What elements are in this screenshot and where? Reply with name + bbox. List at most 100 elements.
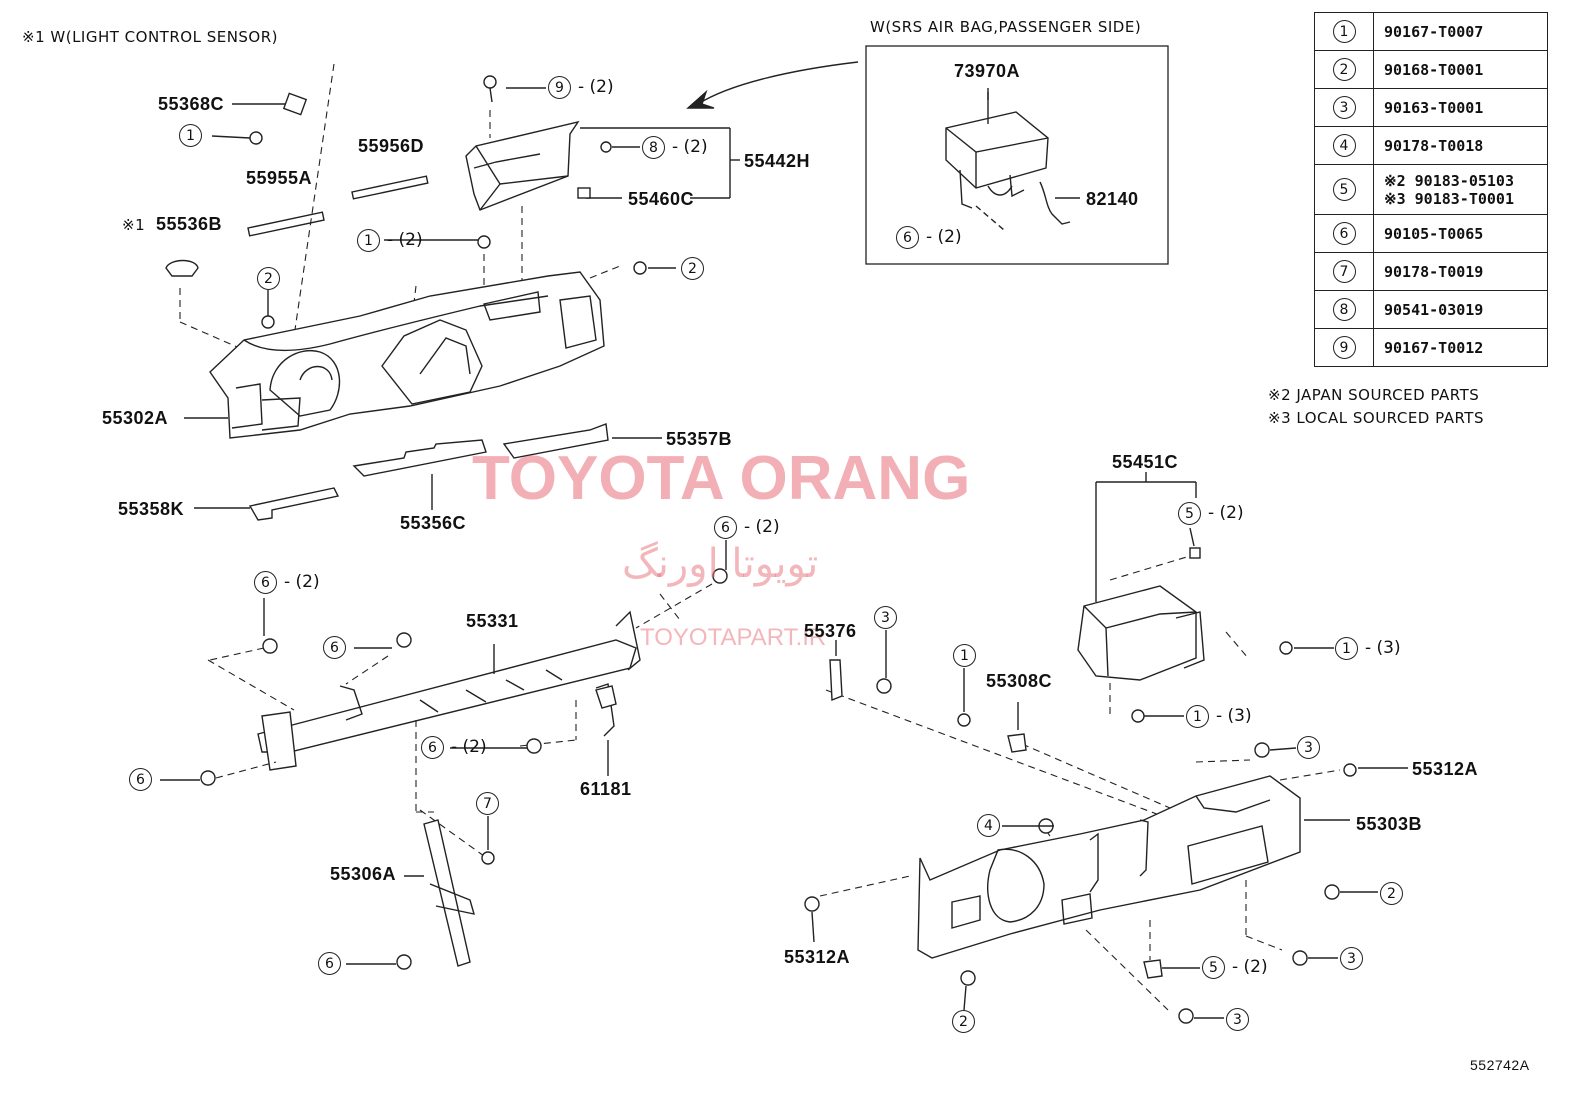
part-label: 55312A [1412, 759, 1479, 779]
legend-part-number: 90541-03019 [1373, 290, 1548, 329]
callout-6: 6 [714, 516, 737, 539]
callout-6: 6 [129, 768, 152, 791]
part-label: 73970A [954, 61, 1021, 81]
part-label: 55956D [358, 136, 425, 156]
fasteners-right [804, 547, 1357, 1024]
part-label: 55356C [400, 513, 467, 533]
part-label: 55302A [102, 408, 169, 428]
part-label: 55357B [666, 429, 733, 449]
ref-mark: ※1 [122, 216, 146, 234]
callout-1: 1 [1335, 637, 1358, 660]
legend-part-number: 90178-T0019 [1373, 252, 1548, 291]
part-label: 55308C [986, 671, 1053, 691]
callout-9: 9 [548, 76, 571, 99]
light-control-sensor-note: ※1 W(LIGHT CONTROL SENSOR) [22, 28, 279, 46]
callout-3: 3 [1340, 947, 1363, 970]
callout-5: 5 [1178, 502, 1201, 525]
legend-part-number: 90167-T0007 [1373, 12, 1548, 51]
callout-6: 6 [318, 952, 341, 975]
local-sourced-note: ※3 LOCAL SOURCED PARTS [1268, 409, 1484, 427]
legend-row: 1 90167-T0007 [1314, 12, 1548, 51]
callout-6: 6 [421, 736, 444, 759]
part-label: 55460C [628, 189, 695, 209]
callout-8: 8 [642, 136, 665, 159]
part-label: 55536B [156, 214, 223, 234]
legend-number: 3 [1332, 96, 1356, 119]
legend-number: 4 [1332, 134, 1356, 157]
callout-1: 1 [953, 644, 976, 667]
callout-2: 2 [257, 267, 280, 290]
legend-number: 9 [1332, 336, 1356, 359]
part-label: 55376 [804, 621, 857, 641]
glove-box-door-drawing [465, 120, 740, 211]
part-label: 55306A [330, 864, 397, 884]
legend-part-number-japan: ※2 90183-05103 [1384, 171, 1514, 190]
callout-2: 2 [952, 1010, 975, 1033]
instrument-panel-drawing [209, 271, 605, 439]
qty: - (2) [926, 227, 962, 247]
airbag-inset-frame [865, 45, 1169, 265]
part-label: 55312A [784, 947, 851, 967]
legend-number: 1 [1332, 20, 1356, 43]
fastener-legend-table: 1 90167-T0007 2 90168-T0001 3 90163-T000… [1314, 12, 1548, 367]
callout-1: 1 [357, 229, 380, 252]
airbag-module-drawing [945, 88, 1080, 231]
legend-part-number: 90163-T0001 [1373, 88, 1548, 127]
qty: - (2) [578, 77, 614, 97]
legend-number: 7 [1332, 260, 1356, 283]
callout-6: 6 [254, 571, 277, 594]
qty: - (3) [1365, 638, 1401, 658]
watermark-persian: تویوتا اورنگ [622, 541, 819, 587]
legend-row: 4 90178-T0018 [1314, 126, 1548, 165]
reinforcement-beam-drawing [257, 610, 641, 771]
callout-3: 3 [1226, 1008, 1249, 1031]
part-label: 61181 [580, 779, 632, 799]
legend-part-number: 90105-T0065 [1373, 214, 1548, 253]
callout-1: 1 [179, 124, 202, 147]
callout-3: 3 [1297, 736, 1320, 759]
legend-row: 7 90178-T0019 [1314, 252, 1548, 291]
legend-row: 6 90105-T0065 [1314, 214, 1548, 253]
fasteners-lower-left [200, 568, 728, 970]
airbag-inset-title: W(SRS AIR BAG,PASSENGER SIDE) [870, 18, 1142, 36]
legend-part-number: 90168-T0001 [1373, 50, 1548, 89]
callout-6: 6 [896, 226, 919, 249]
callout-7: 7 [476, 792, 499, 815]
part-label: 55331 [466, 611, 519, 631]
bracket-55451C-drawing [1077, 472, 1205, 681]
fasteners-upper [165, 75, 647, 329]
part-label: 55303B [1356, 814, 1423, 834]
qty: - (2) [451, 737, 487, 757]
trim-55358K [248, 487, 340, 521]
trim-55357B [502, 423, 609, 459]
legend-number: 8 [1332, 298, 1356, 321]
legend-row: 3 90163-T0001 [1314, 88, 1548, 127]
callout-5: 5 [1202, 956, 1225, 979]
brace-drawing [423, 819, 471, 967]
legend-row: 5 ※2 90183-05103 ※3 90183-T0001 [1314, 164, 1548, 215]
qty: - (2) [284, 572, 320, 592]
callout-2: 2 [681, 257, 704, 280]
airbag-pointer-arrow [697, 61, 859, 105]
qty: - (2) [387, 230, 423, 250]
legend-row: 2 90168-T0001 [1314, 50, 1548, 89]
part-label: 55442H [744, 151, 811, 171]
japan-sourced-note: ※2 JAPAN SOURCED PARTS [1268, 386, 1480, 404]
qty: - (2) [1232, 957, 1268, 977]
lower-panel-drawing [917, 775, 1350, 959]
callout-2: 2 [1380, 882, 1403, 905]
callout-1: 1 [1186, 705, 1209, 728]
strip-55956D [351, 175, 429, 200]
watermark-brand: TOYOTA ORANG [472, 444, 971, 513]
legend-number: 6 [1332, 222, 1356, 245]
callout-4: 4 [977, 814, 1000, 837]
legend-part-number-local: ※3 90183-T0001 [1384, 189, 1514, 208]
legend-part-number: 90178-T0018 [1373, 126, 1548, 165]
qty: - (2) [744, 517, 780, 537]
watermark-site: TOYOTAPART.IR [640, 624, 827, 651]
callout-6: 6 [323, 636, 346, 659]
part-label: 55451C [1112, 452, 1179, 472]
trim-55356C [352, 439, 487, 477]
strip-55955A [247, 211, 325, 237]
